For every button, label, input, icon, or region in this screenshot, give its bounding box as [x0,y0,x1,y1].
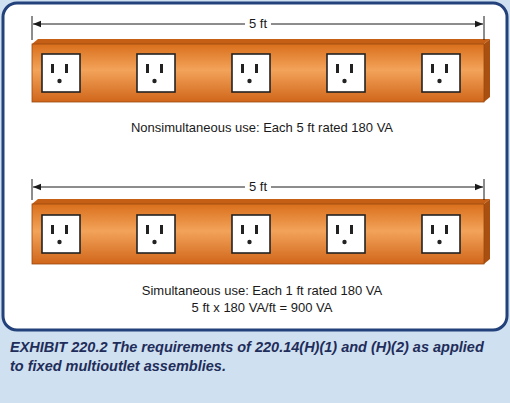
strip-body [32,44,484,102]
receptacle [327,54,365,92]
receptacle [327,215,365,253]
multioutlet-assembly [32,16,490,102]
strip-top [32,39,490,44]
note: 5 ft x 180 VA/ft = 900 VA [192,300,333,316]
strip-side [484,199,490,264]
note: Simultaneous use: Each 1 ft rated 180 VA [142,283,382,299]
dimension-label: 5 ft [245,179,271,195]
dimension-label: 5 ft [245,16,271,32]
receptacle [422,54,460,92]
caption: EXHIBIT 220.2 The requirements of 220.14… [10,338,490,376]
receptacle [42,215,80,253]
figure-frame [3,3,507,330]
strip-body [32,204,484,264]
receptacle [232,54,270,92]
receptacle [42,54,80,92]
receptacle [137,54,175,92]
strip-side [484,39,490,102]
receptacle [422,215,460,253]
dimension-line [32,179,484,200]
dimension-line [32,16,484,40]
receptacle [137,215,175,253]
note: Nonsimultaneous use: Each 5 ft rated 180… [131,120,393,136]
multioutlet-assembly [32,179,490,264]
strip-top [32,199,490,204]
receptacle [232,215,270,253]
